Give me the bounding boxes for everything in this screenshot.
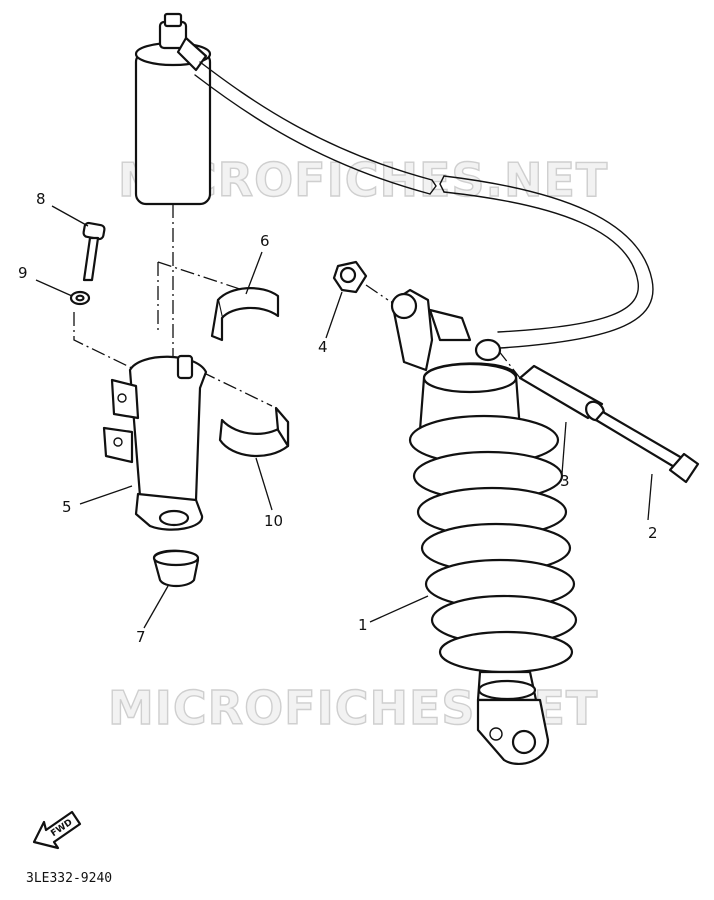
part-1-shock-absorber: [390, 288, 578, 765]
callout-5: 5: [62, 498, 72, 516]
callout-3: 3: [560, 472, 570, 490]
callout-6: 6: [260, 232, 270, 250]
diagram-code: 3LE332-9240: [26, 871, 112, 886]
part-6-band: [210, 287, 280, 342]
callout-10: 10: [264, 512, 283, 530]
leader-lines: [35, 205, 653, 629]
callout-4: 4: [318, 338, 328, 356]
reservoir-hose: [194, 61, 654, 349]
part-8-bolt: [82, 221, 106, 282]
part-2-bolt: [594, 410, 700, 484]
part-9-washer: [69, 290, 91, 306]
part-10-band: [218, 406, 290, 458]
callout-2: 2: [648, 524, 658, 542]
part-7-grommet: [152, 549, 200, 588]
callout-8: 8: [36, 190, 46, 208]
reservoir-tank: [134, 12, 212, 206]
fwd-arrow-icon: FWD: [32, 810, 82, 850]
callout-9: 9: [18, 264, 28, 282]
part-3-collar: [518, 364, 605, 422]
callout-7: 7: [136, 628, 146, 646]
part-5-bracket: [102, 354, 208, 531]
callout-1: 1: [358, 616, 368, 634]
part-4-nut: [332, 260, 368, 294]
